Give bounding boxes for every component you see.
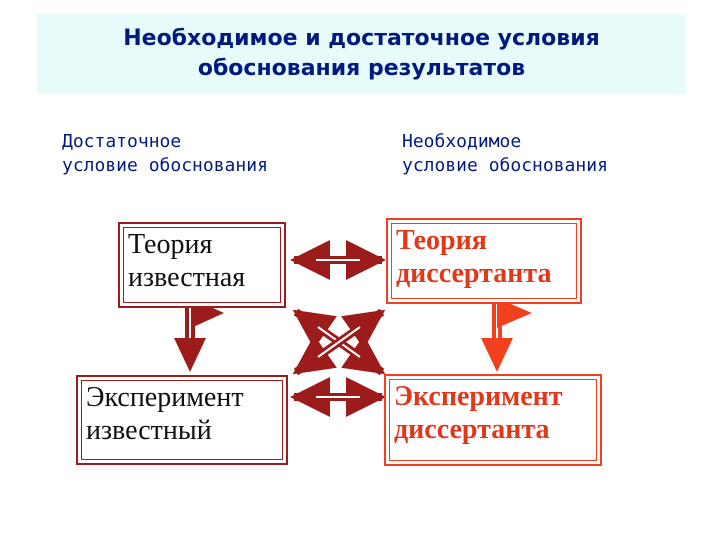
- box-theory-known: Теория известная: [118, 222, 286, 308]
- title-banner: Необходимое и достаточное условия обосно…: [37, 14, 686, 94]
- experiment-known-line-2: известный: [86, 415, 212, 446]
- subhead-necessary-condition: Необходимое условие обоснования: [402, 130, 608, 178]
- theory-dissertant-line-1: Теория: [396, 225, 487, 256]
- box-experiment-known: Эксперимент известный: [76, 375, 288, 465]
- box-theory-dissertant: Теория диссертанта: [386, 218, 582, 304]
- title-line-1: Необходимое и достаточное условия: [123, 26, 600, 51]
- theory-known-line-1: Теория: [128, 229, 213, 260]
- experiment-dissertant-line-1: Эксперимент: [394, 381, 563, 412]
- subhead-right-line-1: Необходимое: [402, 131, 522, 152]
- experiment-known-line-1: Эксперимент: [86, 382, 244, 413]
- subhead-left-line-1: Достаточное: [62, 131, 182, 152]
- title-line-2: обоснования результатов: [197, 56, 526, 81]
- arrow-down-left-icon: [174, 308, 206, 372]
- box-experiment-dissertant: Эксперимент диссертанта: [384, 374, 602, 466]
- double-arrow-diagonal-2-icon: [292, 308, 386, 376]
- experiment-dissertant-line-2: диссертанта: [394, 414, 550, 445]
- subhead-sufficient-condition: Достаточное условие обоснования: [62, 130, 268, 178]
- subhead-left-line-2: условие обоснования: [62, 155, 268, 176]
- theory-dissertant-line-2: диссертанта: [396, 258, 552, 289]
- subhead-right-line-2: условие обоснования: [402, 155, 608, 176]
- arrow-right-right-flag-icon: [497, 298, 532, 328]
- theory-known-line-2: известная: [128, 262, 246, 293]
